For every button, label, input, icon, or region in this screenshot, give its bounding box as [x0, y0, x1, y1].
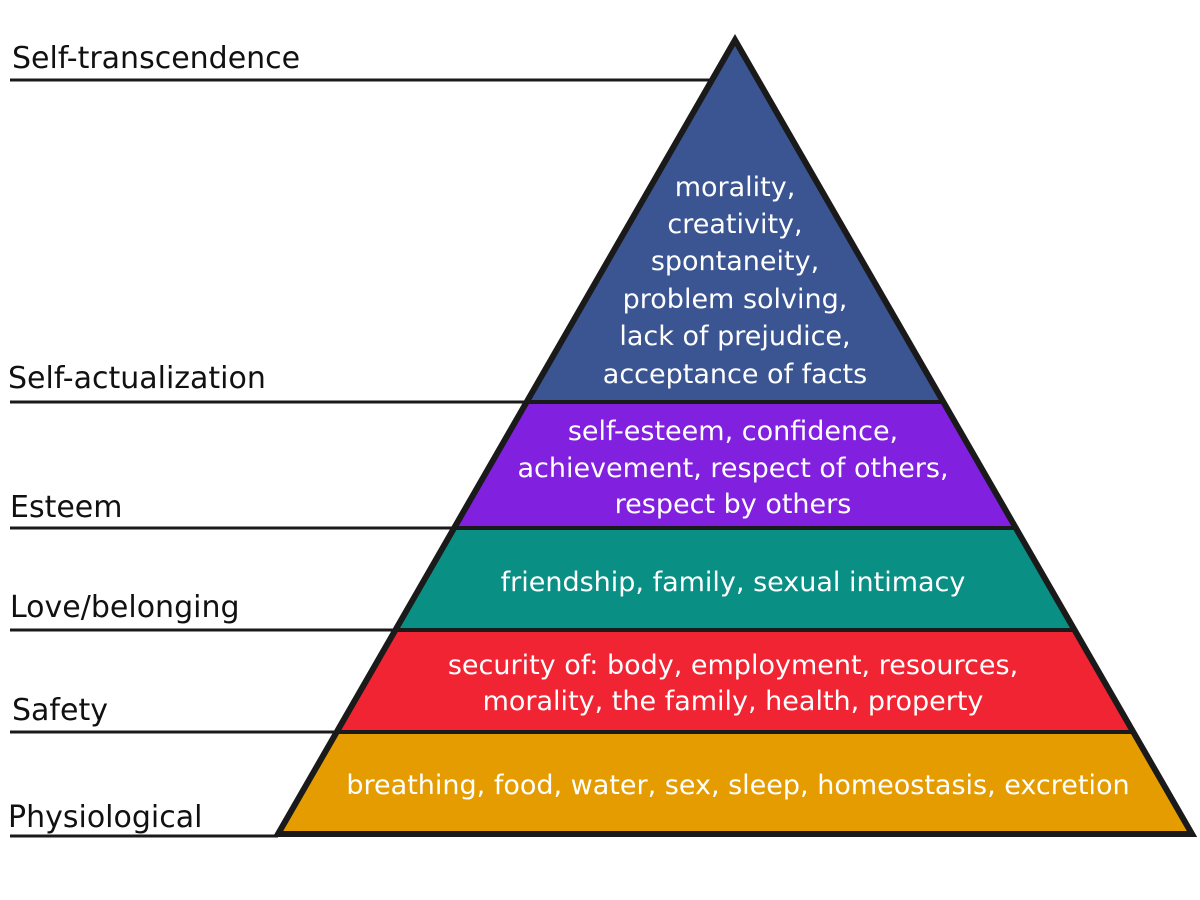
tier-love-belonging: [393, 528, 1075, 630]
tier-physiological: [278, 732, 1192, 834]
tier-esteem: [453, 402, 1017, 528]
love-belonging-line-1: friendship, family, sexual intimacy: [501, 567, 966, 598]
label-safety: Safety: [12, 693, 108, 728]
self-actualization-line-4: problem solving,: [623, 284, 848, 315]
self-actualization-line-6: acceptance of facts: [603, 359, 867, 390]
tier-self-actualization: [526, 45, 944, 402]
tier-safety: [335, 630, 1133, 732]
esteem-line-2: achievement, respect of others,: [517, 453, 948, 484]
label-physiological: Physiological: [8, 800, 202, 835]
safety-line-2: morality, the family, health, property: [483, 686, 984, 717]
self-actualization-line-1: morality,: [675, 172, 796, 203]
esteem-line-3: respect by others: [615, 489, 852, 520]
esteem-line-1: self-esteem, confidence,: [568, 416, 898, 447]
label-esteem: Esteem: [10, 490, 123, 525]
safety-line-1: security of: body, employment, resources…: [448, 650, 1018, 681]
pyramid-outline: [272, 33, 1198, 837]
label-love-belonging: Love/belonging: [10, 590, 240, 625]
self-actualization-line-5: lack of prejudice,: [619, 321, 850, 352]
tier-separators: [335, 400, 1133, 734]
self-actualization-line-2: creativity,: [667, 209, 802, 240]
self-actualization-line-3: spontaneity,: [651, 246, 819, 277]
label-self-actualization: Self-actualization: [8, 361, 266, 396]
label-leader-lines: [10, 78, 711, 838]
label-self-transcendence: Self-transcendence: [12, 41, 300, 76]
physiological-line-1: breathing, food, water, sex, sleep, home…: [346, 770, 1129, 801]
